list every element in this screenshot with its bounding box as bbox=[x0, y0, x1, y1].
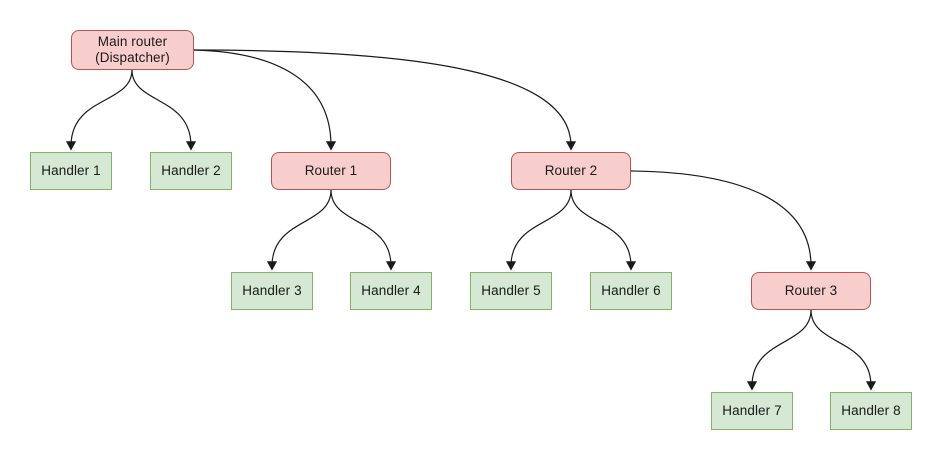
node-handler-5[interactable]: Handler 5 bbox=[470, 272, 552, 310]
edge-line bbox=[810, 309, 872, 387]
node-router-3[interactable]: Router 3 bbox=[751, 272, 871, 310]
arrowhead-icon bbox=[565, 141, 577, 151]
node-label: Router 1 bbox=[304, 162, 358, 178]
edge-main-router-to-router-1 bbox=[193, 49, 337, 151]
node-handler-8[interactable]: Handler 8 bbox=[830, 392, 912, 430]
arrowhead-icon bbox=[65, 141, 77, 151]
edge-main-router-to-handler-1 bbox=[65, 69, 133, 151]
node-main-router[interactable]: Main router (Dispatcher) bbox=[71, 30, 194, 70]
node-label: Handler 8 bbox=[841, 402, 901, 418]
node-handler-1[interactable]: Handler 1 bbox=[30, 152, 112, 190]
edge-router-1-to-handler-3 bbox=[266, 189, 332, 271]
edge-line bbox=[271, 189, 332, 267]
edge-line bbox=[510, 189, 572, 267]
node-handler-2[interactable]: Handler 2 bbox=[150, 152, 232, 190]
arrowhead-icon bbox=[385, 261, 397, 271]
edge-router-3-to-handler-7 bbox=[746, 309, 812, 391]
node-handler-7[interactable]: Handler 7 bbox=[711, 392, 793, 430]
arrowhead-icon bbox=[805, 261, 817, 271]
edge-line bbox=[193, 49, 572, 147]
node-label: Router 2 bbox=[544, 162, 598, 178]
edge-line bbox=[330, 189, 392, 267]
node-label: Handler 4 bbox=[361, 282, 421, 298]
node-handler-6[interactable]: Handler 6 bbox=[590, 272, 672, 310]
node-label: Main router (Dispatcher) bbox=[95, 33, 170, 65]
edge-line bbox=[630, 170, 812, 267]
edge-line bbox=[570, 189, 632, 267]
node-label: Router 3 bbox=[784, 282, 838, 298]
arrowhead-icon bbox=[325, 141, 337, 151]
edge-router-2-to-handler-6 bbox=[570, 189, 637, 271]
edge-router-2-to-handler-5 bbox=[505, 189, 572, 271]
node-label: Handler 2 bbox=[161, 162, 221, 178]
arrowhead-icon bbox=[625, 261, 637, 271]
arrowhead-icon bbox=[746, 381, 758, 391]
edge-line bbox=[131, 69, 192, 147]
node-label: Handler 5 bbox=[481, 282, 541, 298]
edge-router-1-to-handler-4 bbox=[330, 189, 397, 271]
arrowhead-icon bbox=[266, 261, 278, 271]
edge-main-router-to-router-2 bbox=[193, 49, 577, 151]
node-label: Handler 3 bbox=[242, 282, 302, 298]
edge-router-3-to-handler-8 bbox=[810, 309, 877, 391]
node-label: Handler 6 bbox=[601, 282, 661, 298]
edge-line bbox=[193, 49, 332, 147]
edge-line bbox=[751, 309, 812, 387]
edge-line bbox=[70, 69, 133, 147]
edge-main-router-to-handler-2 bbox=[131, 69, 197, 151]
arrowhead-icon bbox=[865, 381, 877, 391]
node-label: Handler 1 bbox=[41, 162, 101, 178]
arrowhead-icon bbox=[185, 141, 197, 151]
edge-router-2-to-router-3 bbox=[630, 170, 817, 271]
node-router-1[interactable]: Router 1 bbox=[271, 152, 391, 190]
node-handler-3[interactable]: Handler 3 bbox=[231, 272, 313, 310]
node-handler-4[interactable]: Handler 4 bbox=[350, 272, 432, 310]
node-router-2[interactable]: Router 2 bbox=[511, 152, 631, 190]
arrowhead-icon bbox=[505, 261, 517, 271]
node-label: Handler 7 bbox=[722, 402, 782, 418]
